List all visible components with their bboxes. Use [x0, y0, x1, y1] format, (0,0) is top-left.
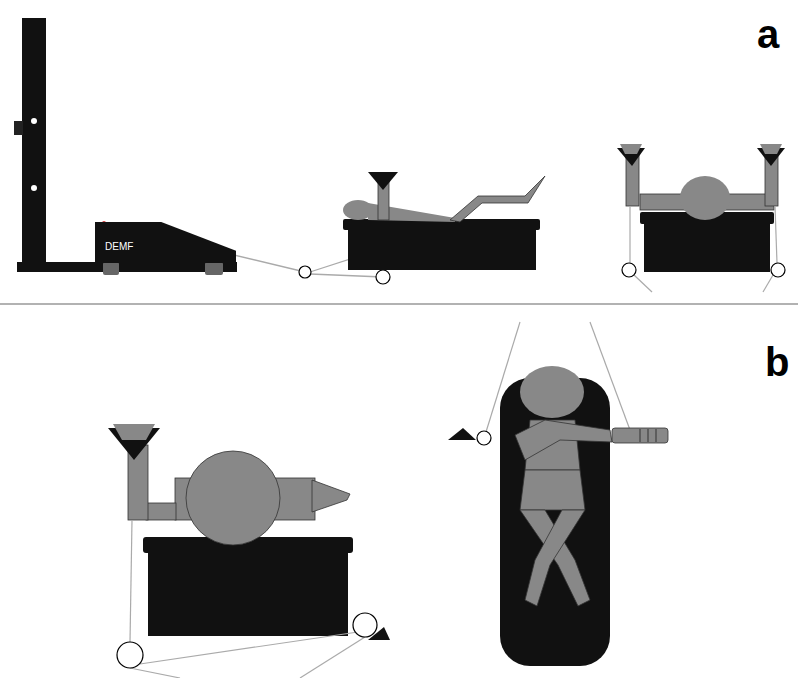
device-column — [22, 18, 46, 272]
hand — [113, 424, 155, 440]
upper-arm — [146, 503, 176, 520]
hips — [520, 470, 585, 510]
leg — [525, 510, 585, 606]
cable — [629, 206, 630, 263]
weight-marker — [368, 627, 390, 640]
device-housing — [95, 222, 236, 263]
cable — [634, 275, 652, 292]
panel-letter: b — [765, 342, 789, 382]
cable — [300, 637, 365, 678]
panel-a — [14, 18, 785, 292]
pulley — [353, 613, 377, 637]
holder — [368, 172, 398, 190]
pulley — [299, 266, 311, 278]
device-base — [17, 262, 237, 272]
table — [644, 222, 770, 272]
arm — [515, 420, 612, 460]
cable — [775, 206, 777, 263]
column-dot — [31, 185, 37, 191]
cable — [230, 254, 305, 272]
head — [343, 200, 373, 220]
head — [680, 176, 730, 220]
cable — [486, 322, 520, 432]
weight-marker — [448, 428, 476, 440]
arm — [312, 480, 350, 512]
device-body: DEMF — [95, 222, 236, 263]
cable — [130, 668, 180, 678]
column-dot — [31, 118, 37, 124]
head — [186, 451, 280, 545]
pulley — [771, 263, 785, 277]
table — [148, 550, 348, 636]
cable — [140, 632, 358, 664]
device-foot — [103, 262, 119, 275]
cable — [763, 275, 773, 292]
handle-grip — [640, 429, 641, 442]
column-knob — [14, 121, 23, 135]
cable — [590, 322, 630, 430]
head — [520, 366, 584, 418]
legs — [450, 176, 545, 222]
cable — [130, 520, 132, 642]
handle — [612, 428, 668, 443]
leg — [520, 510, 590, 606]
handle-grip — [656, 429, 657, 442]
hand — [760, 144, 782, 154]
hand — [620, 144, 642, 154]
table — [348, 228, 536, 270]
panel-letter: a — [757, 14, 779, 54]
device-label: DEMF — [105, 241, 133, 252]
pulley — [477, 431, 491, 445]
handle-grip — [648, 429, 649, 442]
panel-divider — [0, 303, 798, 305]
pulley — [622, 263, 636, 277]
panel-b — [108, 322, 668, 678]
pulley — [117, 642, 143, 668]
cable — [310, 274, 383, 277]
device-foot — [205, 262, 223, 275]
pulley — [376, 270, 390, 284]
